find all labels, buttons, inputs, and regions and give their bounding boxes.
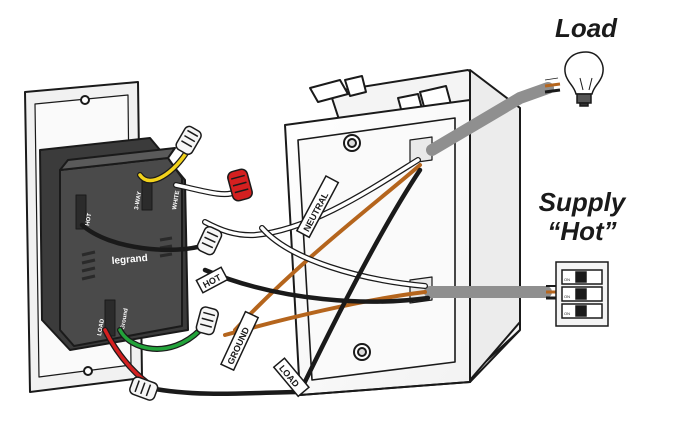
hot-marking: HOT: [85, 213, 93, 227]
red-wire-nut: [227, 168, 253, 202]
electrical-box: [284, 69, 521, 396]
hot-tag: HOT: [195, 266, 229, 294]
breaker-on-3: ON: [564, 311, 570, 316]
ground-wire-nut: [195, 306, 219, 336]
device-markings: legrand 3-WAY WHITE HOT LOAD Ground: [85, 190, 181, 336]
load-wire-nut: [129, 376, 159, 401]
load-marking: LOAD: [97, 318, 106, 336]
supply-cable: [424, 285, 560, 300]
load-cable: [426, 76, 561, 156]
dimmer-switch: [39, 137, 189, 351]
brand-label: legrand: [111, 253, 148, 267]
ground-tag: GROUND: [219, 310, 260, 372]
breaker-panel-icon: ON ON ON: [555, 261, 609, 327]
light-bulb-icon: [564, 51, 604, 107]
wire-nuts: [129, 125, 253, 401]
supply-label-line2: “Hot”: [547, 216, 617, 247]
load-label: Load: [554, 13, 618, 43]
supply-label: Supply “Hot”: [528, 187, 636, 247]
breaker-on-2: ON: [564, 294, 570, 299]
ground-marking: Ground: [120, 308, 130, 331]
three-way-marking: 3-WAY: [134, 191, 143, 210]
hot-wire-nut: [196, 225, 223, 256]
breaker-on-1: ON: [564, 277, 570, 282]
box-wires: [202, 157, 431, 395]
yellow-wire-nut: [175, 125, 202, 156]
white-marking: WHITE: [172, 190, 181, 210]
supply-label-line1: Supply: [538, 187, 626, 217]
